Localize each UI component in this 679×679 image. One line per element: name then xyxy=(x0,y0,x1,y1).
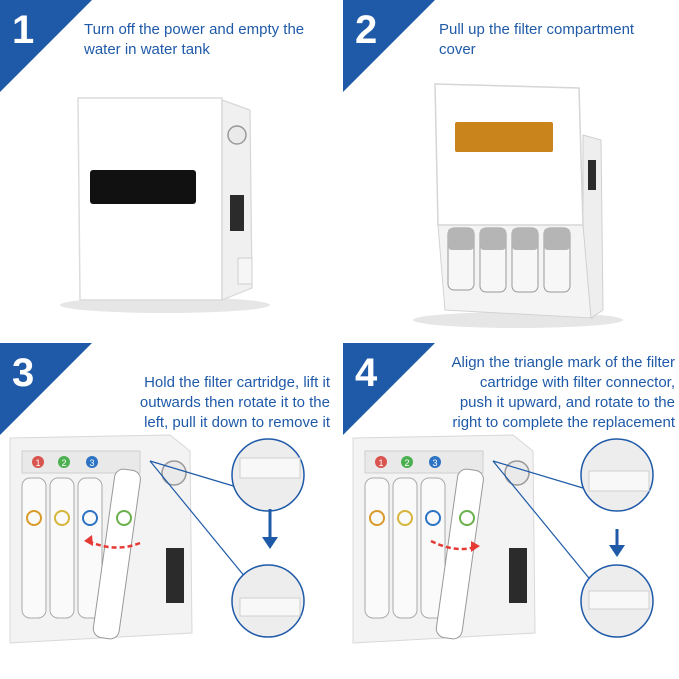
step-number: 1 xyxy=(12,8,35,52)
step-3-panel: 1 2 3 3 Hold the xyxy=(0,343,336,679)
filter-slot-label: 1 xyxy=(35,458,40,468)
filter-removal-illustration: 1 2 3 xyxy=(9,434,305,644)
step-number: 2 xyxy=(355,8,378,52)
step-2-panel: 2 Pull up the filter compartment cover xyxy=(343,0,679,336)
step-instruction: Hold the filter cartridge, lift it outwa… xyxy=(139,374,330,431)
filter-cover-lifted-illustration xyxy=(413,83,623,328)
filter-slot-label: 2 xyxy=(404,458,409,468)
step-instruction: Pull up the filter compartment cover xyxy=(439,21,635,58)
water-purifier-closed-illustration xyxy=(60,97,270,313)
filter-installation-illustration: 1 2 3 xyxy=(352,434,654,644)
step-number-badge xyxy=(0,343,92,435)
step-instruction: Turn off the power and empty the water i… xyxy=(84,21,305,58)
filter-slot-label: 3 xyxy=(89,458,94,468)
step-4-panel: 1 2 3 4 Align th xyxy=(343,343,679,679)
step-number-badge xyxy=(343,0,435,92)
step-number: 3 xyxy=(12,351,35,395)
step-instruction: Align the triangle mark of the filter ca… xyxy=(451,354,675,431)
filter-slot-label: 2 xyxy=(61,458,66,468)
step-number-badge xyxy=(0,0,92,92)
step-number: 4 xyxy=(355,351,378,395)
step-number-badge xyxy=(343,343,435,435)
filter-slot-label: 3 xyxy=(432,458,437,468)
step-1-panel: 1 Turn off the power and empty the water… xyxy=(0,0,336,336)
filter-slot-label: 1 xyxy=(378,458,383,468)
